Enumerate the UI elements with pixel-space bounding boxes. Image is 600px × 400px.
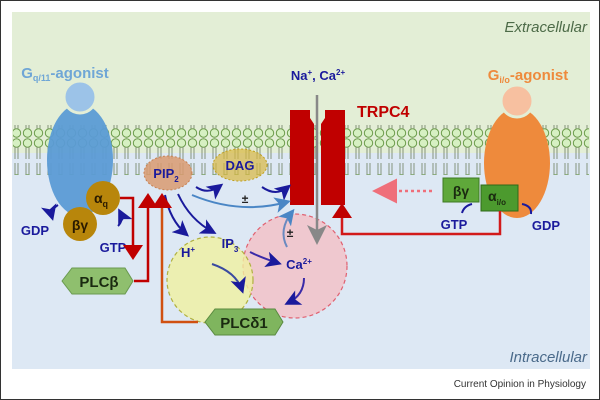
plc-delta1-label: PLCδ1 — [220, 315, 267, 332]
arrow-plcb-pip2 — [134, 193, 158, 283]
arrow-gaq-plcb — [120, 196, 143, 260]
extracellular-label: Extracellular — [504, 19, 588, 36]
arrow-pip2-trpc4 — [191, 194, 291, 213]
pip2-blob — [143, 155, 193, 191]
arrow-plcd1-pip2 — [160, 198, 198, 324]
g-alpha-q-label: αq — [94, 190, 108, 209]
gdp-label-q: GDP — [21, 223, 50, 238]
journal-caption: Current Opinion in Physiology — [453, 379, 586, 390]
gio-agonist-label: Gi/o-agonist — [488, 67, 569, 85]
arrow-pip2-ip3 — [177, 193, 217, 234]
gtp-label-io: GTP — [441, 217, 468, 232]
arrow-gdp-release-q — [41, 203, 59, 221]
arrow-gdp-release-io — [521, 203, 533, 215]
trpc4-label: TRPC4 — [357, 104, 410, 121]
g-beta-gamma-q — [63, 207, 97, 241]
h-label: H+ — [181, 245, 195, 260]
g-beta-gamma-q-label: βγ — [72, 217, 89, 233]
g-beta-gamma-io-label: βγ — [453, 183, 470, 199]
pip2-label: PIP2 — [153, 166, 179, 184]
plc-beta-label: PLCβ — [79, 274, 118, 291]
trpc4-channel — [290, 95, 345, 245]
arrow-ca-plcd1 — [284, 277, 305, 305]
arrow-ca-trpc4 — [278, 208, 295, 248]
gtp-label-q: GTP — [100, 240, 127, 255]
arrow-pip2-dag — [195, 183, 224, 200]
g-beta-gamma-io — [442, 177, 480, 203]
arrow-gtp-bind-q — [117, 208, 133, 227]
ip3-label: IP3 — [222, 236, 239, 254]
modulation-sign-1: ± — [242, 192, 249, 206]
g-alpha-q — [86, 181, 120, 215]
modulation-sign-2: ± — [287, 226, 294, 240]
dag-blob — [212, 148, 268, 182]
ions-label: Na+, Ca2+ — [291, 68, 346, 83]
intracellular-label: Intracellular — [509, 349, 588, 366]
arrow-dag-trpc4 — [261, 184, 292, 201]
h-microdomain — [166, 236, 254, 324]
plc-beta-node — [61, 267, 134, 295]
arrow-gaio-trpc4 — [332, 203, 502, 236]
gq-agonist-label: Gq/11-agonist — [21, 65, 109, 83]
arrow-gtp-bind-io — [461, 203, 473, 214]
plc-delta1-node — [204, 308, 284, 336]
gdp-label-io: GDP — [532, 218, 561, 233]
arrow-h-plcd1 — [211, 263, 246, 294]
dag-label: DAG — [226, 158, 255, 173]
g-alpha-io-label: αi/o — [488, 188, 506, 207]
arrow-ip3-ca — [249, 251, 282, 268]
ca-label: Ca2+ — [286, 257, 312, 272]
